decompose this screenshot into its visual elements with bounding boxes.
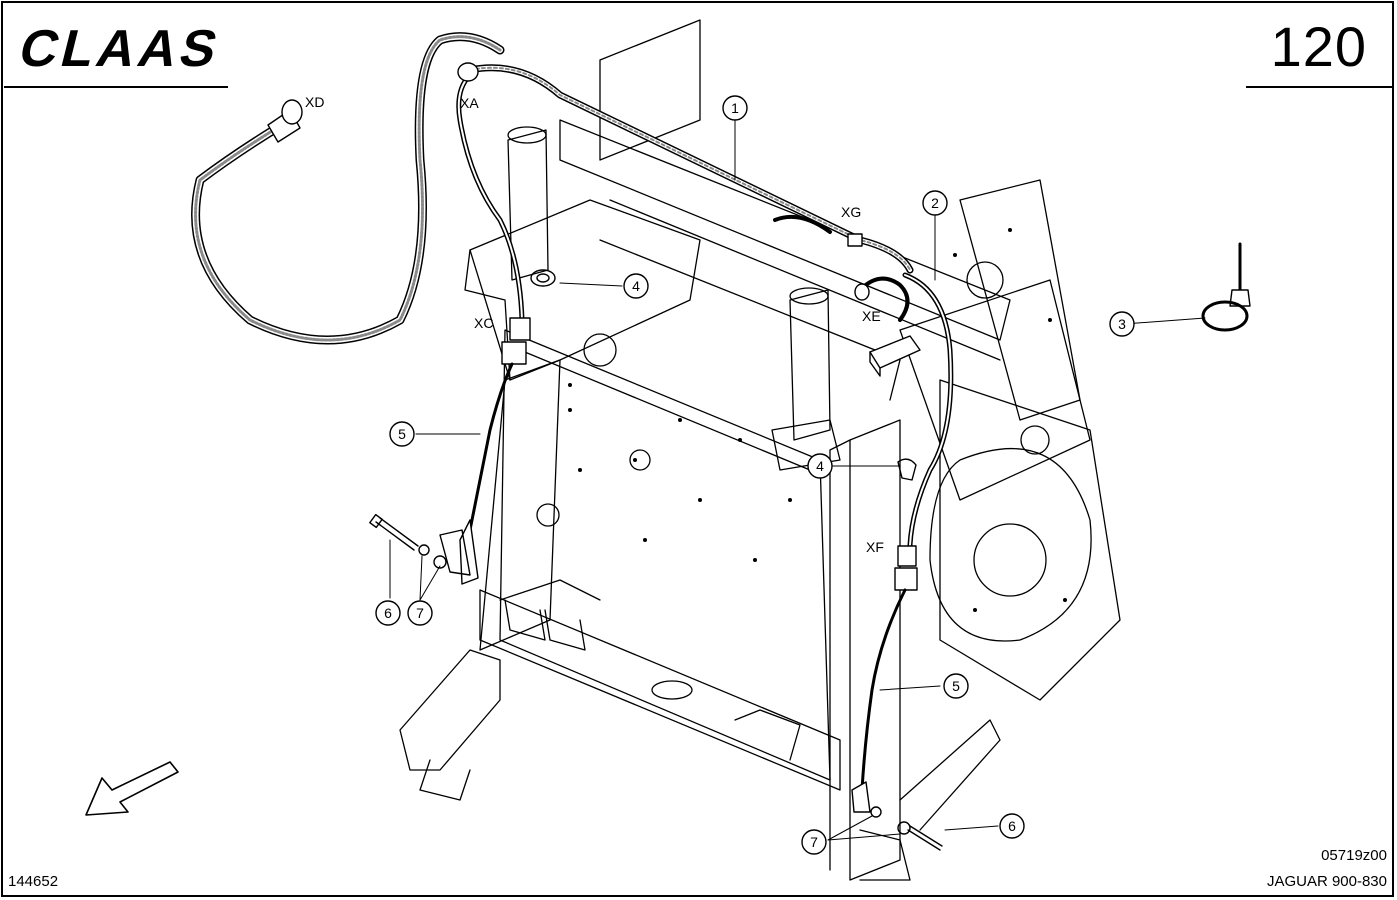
header-rule-left [4,86,228,88]
callout-5-left: 5 [389,421,415,447]
callout-6-left: 6 [375,600,401,626]
callout-7-right: 7 [801,829,827,855]
harness-main [456,62,954,548]
claas-logo: CLAAS [14,20,227,76]
callout-4-upper: 4 [623,273,649,299]
document-number: 144652 [8,873,59,890]
svg-text:1: 1 [731,100,739,116]
svg-text:4: 4 [632,278,640,294]
label-xc: XC [474,315,493,331]
callout-1: 1 [722,95,748,121]
cable-tie-icon [1201,242,1251,332]
bolt-right [870,806,943,851]
label-xd: XD [305,94,324,110]
machine-frame [399,19,1121,881]
sensor-cable-left [439,362,514,585]
callout-3: 3 [1109,311,1135,337]
clamp-lower [897,458,917,481]
label-xe: XE [862,308,881,324]
model-name: JAGUAR 900-830 [1266,873,1387,890]
svg-text:7: 7 [416,605,424,621]
drawing-code: 05719z00 [1321,847,1387,864]
sensor-cable-right [851,545,918,813]
callout-7-left: 7 [407,600,433,626]
svg-text:2: 2 [931,195,939,211]
harness-xd [191,32,505,345]
label-xg: XG [841,204,861,220]
svg-text:3: 3 [1118,316,1126,332]
claas-logo-text: CLAAS [14,20,227,76]
page-number: 120 [1270,15,1367,78]
callout-leaders [389,117,1206,841]
svg-text:5: 5 [398,426,406,442]
clamp-upper [530,269,556,287]
header-rule-right [1246,86,1393,88]
callout-4-lower: 4 [807,453,833,479]
callout-2: 2 [922,190,948,216]
bolt-left [369,513,447,569]
label-xf: XF [866,539,884,555]
callout-6-right: 6 [999,813,1025,839]
callout-5-right: 5 [943,673,969,699]
svg-text:5: 5 [952,678,960,694]
svg-text:6: 6 [384,605,392,621]
svg-text:7: 7 [810,834,818,850]
svg-text:6: 6 [1008,818,1016,834]
label-xa: XA [460,95,479,111]
connector-labels: XD XA XG XC XE XF [305,94,884,555]
svg-text:4: 4 [816,458,824,474]
direction-arrow-icon [85,761,179,816]
